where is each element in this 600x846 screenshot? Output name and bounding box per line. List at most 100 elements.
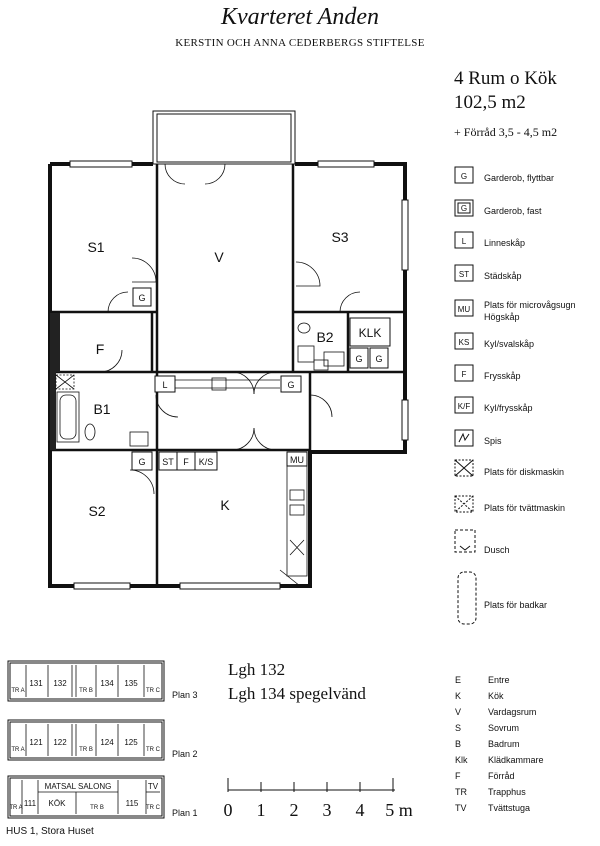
legend-symbol-text-7: K/F: [458, 402, 471, 411]
plan2-inner: [9, 721, 163, 759]
fixture-ks: K/S: [199, 457, 214, 467]
windows: [69, 160, 409, 590]
abbr-val-6: Förråd: [488, 771, 515, 781]
abbr-key-4: B: [455, 739, 462, 749]
legend-symbol-f: [454, 364, 474, 382]
interior-walls: [50, 164, 405, 586]
page-title: Kvarteret Anden: [221, 4, 379, 30]
plan2-unit-124: 124: [100, 738, 114, 747]
apartment-area: 102,5 m2: [454, 92, 526, 113]
fixture-f: F: [183, 457, 189, 467]
abbr-key-5: Klk: [455, 755, 468, 765]
plan1-room-kok: KÖK: [49, 799, 67, 808]
legend-symbol-shower: [454, 529, 476, 553]
bathtub: [56, 391, 80, 443]
fixture-g-s2: G: [138, 457, 145, 467]
floor-diagrams: [7, 660, 165, 819]
abbr-val-1: Kök: [488, 691, 504, 701]
legend-symbol-spis: [454, 429, 474, 447]
scale-tick-4: 4: [356, 800, 365, 820]
legend-symbol-shower-drain: [459, 545, 471, 551]
legend-symbol-l: [454, 231, 474, 249]
scale-tick-0: 0: [224, 800, 233, 820]
plan3-unit-131: 131: [29, 679, 43, 688]
room-label-s3: S3: [331, 229, 348, 245]
legend-symbol-text-1: G: [461, 204, 467, 213]
shower-b2: [297, 345, 315, 363]
legend-symbol-text-5: KS: [459, 338, 470, 347]
fixture-g-klk-2: G: [375, 354, 382, 364]
plan2-unit-125: 125: [124, 738, 138, 747]
plan3-label: Plan 3: [172, 690, 198, 700]
balcony-inner: [156, 113, 292, 163]
page-subtitle: KERSTIN OCH ANNA CEDERBERGS STIFTELSE: [175, 37, 425, 49]
plan2-unit-121: 121: [29, 738, 43, 747]
legend-label-6: Frysskåp: [484, 371, 521, 381]
fixture-mu: MU: [290, 455, 304, 465]
plan1-inner: [9, 777, 163, 817]
scale-bar: [227, 778, 395, 792]
apartment-rooms: 4 Rum o Kök: [454, 68, 557, 89]
apartment-storage: + Förråd 3,5 - 4,5 m2: [454, 125, 558, 139]
abbr-val-7: Trapphus: [488, 787, 526, 797]
plan1-room-tv: TV: [148, 782, 159, 791]
fixture-st: ST: [162, 457, 174, 467]
plan1-stair-a: TR A: [9, 805, 22, 811]
legend-label-12: Plats för badkar: [484, 600, 548, 610]
fixture-l-hall: L: [162, 380, 167, 390]
legend-symbol-washer-cross: [454, 495, 474, 513]
legend-symbol-g-fixed: [454, 199, 474, 217]
outer-walls: [48, 162, 407, 588]
room-label-s1: S1: [87, 239, 104, 255]
abbr-key-2: V: [455, 707, 462, 717]
plan2-label: Plan 2: [172, 749, 198, 759]
plan1-stair-b: TR B: [90, 805, 104, 811]
kitchen-counter: [286, 465, 308, 577]
abbr-key-6: F: [455, 771, 461, 781]
abbr-val-5: Klädkammare: [488, 755, 544, 765]
plan3-stair-c: TR C: [146, 688, 161, 694]
scale-tick-1: 1: [257, 800, 266, 820]
legend-label-11: Dusch: [484, 545, 510, 555]
abbr-val-2: Vardagsrum: [488, 707, 537, 717]
wall-blocks: [50, 313, 60, 450]
legend-label-2: Linneskåp: [484, 238, 526, 248]
room-label-f: F: [96, 341, 105, 357]
legend-symbol-washer: [454, 495, 474, 513]
plan2-stair-a: TR A: [11, 747, 24, 753]
bath-fixtures: [55, 322, 345, 447]
fixture-g-klk-1: G: [355, 354, 362, 364]
abbr-key-8: TV: [455, 803, 467, 813]
room-label-b2: B2: [316, 329, 333, 345]
fixture-boxes: [131, 287, 391, 471]
fixture-g-hall: G: [287, 380, 294, 390]
legend-symbol-g-fixed-inner: [457, 202, 471, 214]
drain-b2: [313, 359, 329, 371]
legend-symbol-spis-mark: [458, 432, 470, 443]
legend-symbol-g-movable: [454, 166, 474, 184]
legend-label-9: Plats för diskmaskin: [484, 467, 565, 477]
sink-b2: [323, 351, 345, 367]
legend-symbol-text-6: F: [462, 370, 467, 379]
legend-label-1: Garderob, fast: [484, 206, 542, 216]
legend-label-3: Städskåp: [484, 271, 522, 281]
abbr-val-8: Tvättstuga: [488, 803, 531, 813]
legend-symbol-text-3: ST: [459, 270, 469, 279]
legend-symbol-ks: [454, 332, 474, 350]
house-label: HUS 1, Stora Huset: [6, 826, 94, 837]
room-label-b1: B1: [93, 401, 110, 417]
plan3-inner: [9, 662, 163, 700]
legend-label-0: Garderob, flyttbar: [484, 173, 555, 183]
balcony: [152, 110, 296, 165]
room-label-klk: KLK: [359, 326, 382, 340]
legend-symbol-dishwasher-cross: [454, 459, 474, 477]
legend-symbol-text-0: G: [461, 172, 467, 181]
abbr-val-3: Sovrum: [488, 723, 520, 733]
scale-tick-3: 3: [323, 800, 332, 820]
abbr-key-1: K: [455, 691, 462, 701]
sink-b1: [129, 431, 149, 447]
plan3-unit-134: 134: [100, 679, 114, 688]
abbr-val-4: Badrum: [488, 739, 520, 749]
legend-symbol-bathtub: [457, 571, 477, 625]
